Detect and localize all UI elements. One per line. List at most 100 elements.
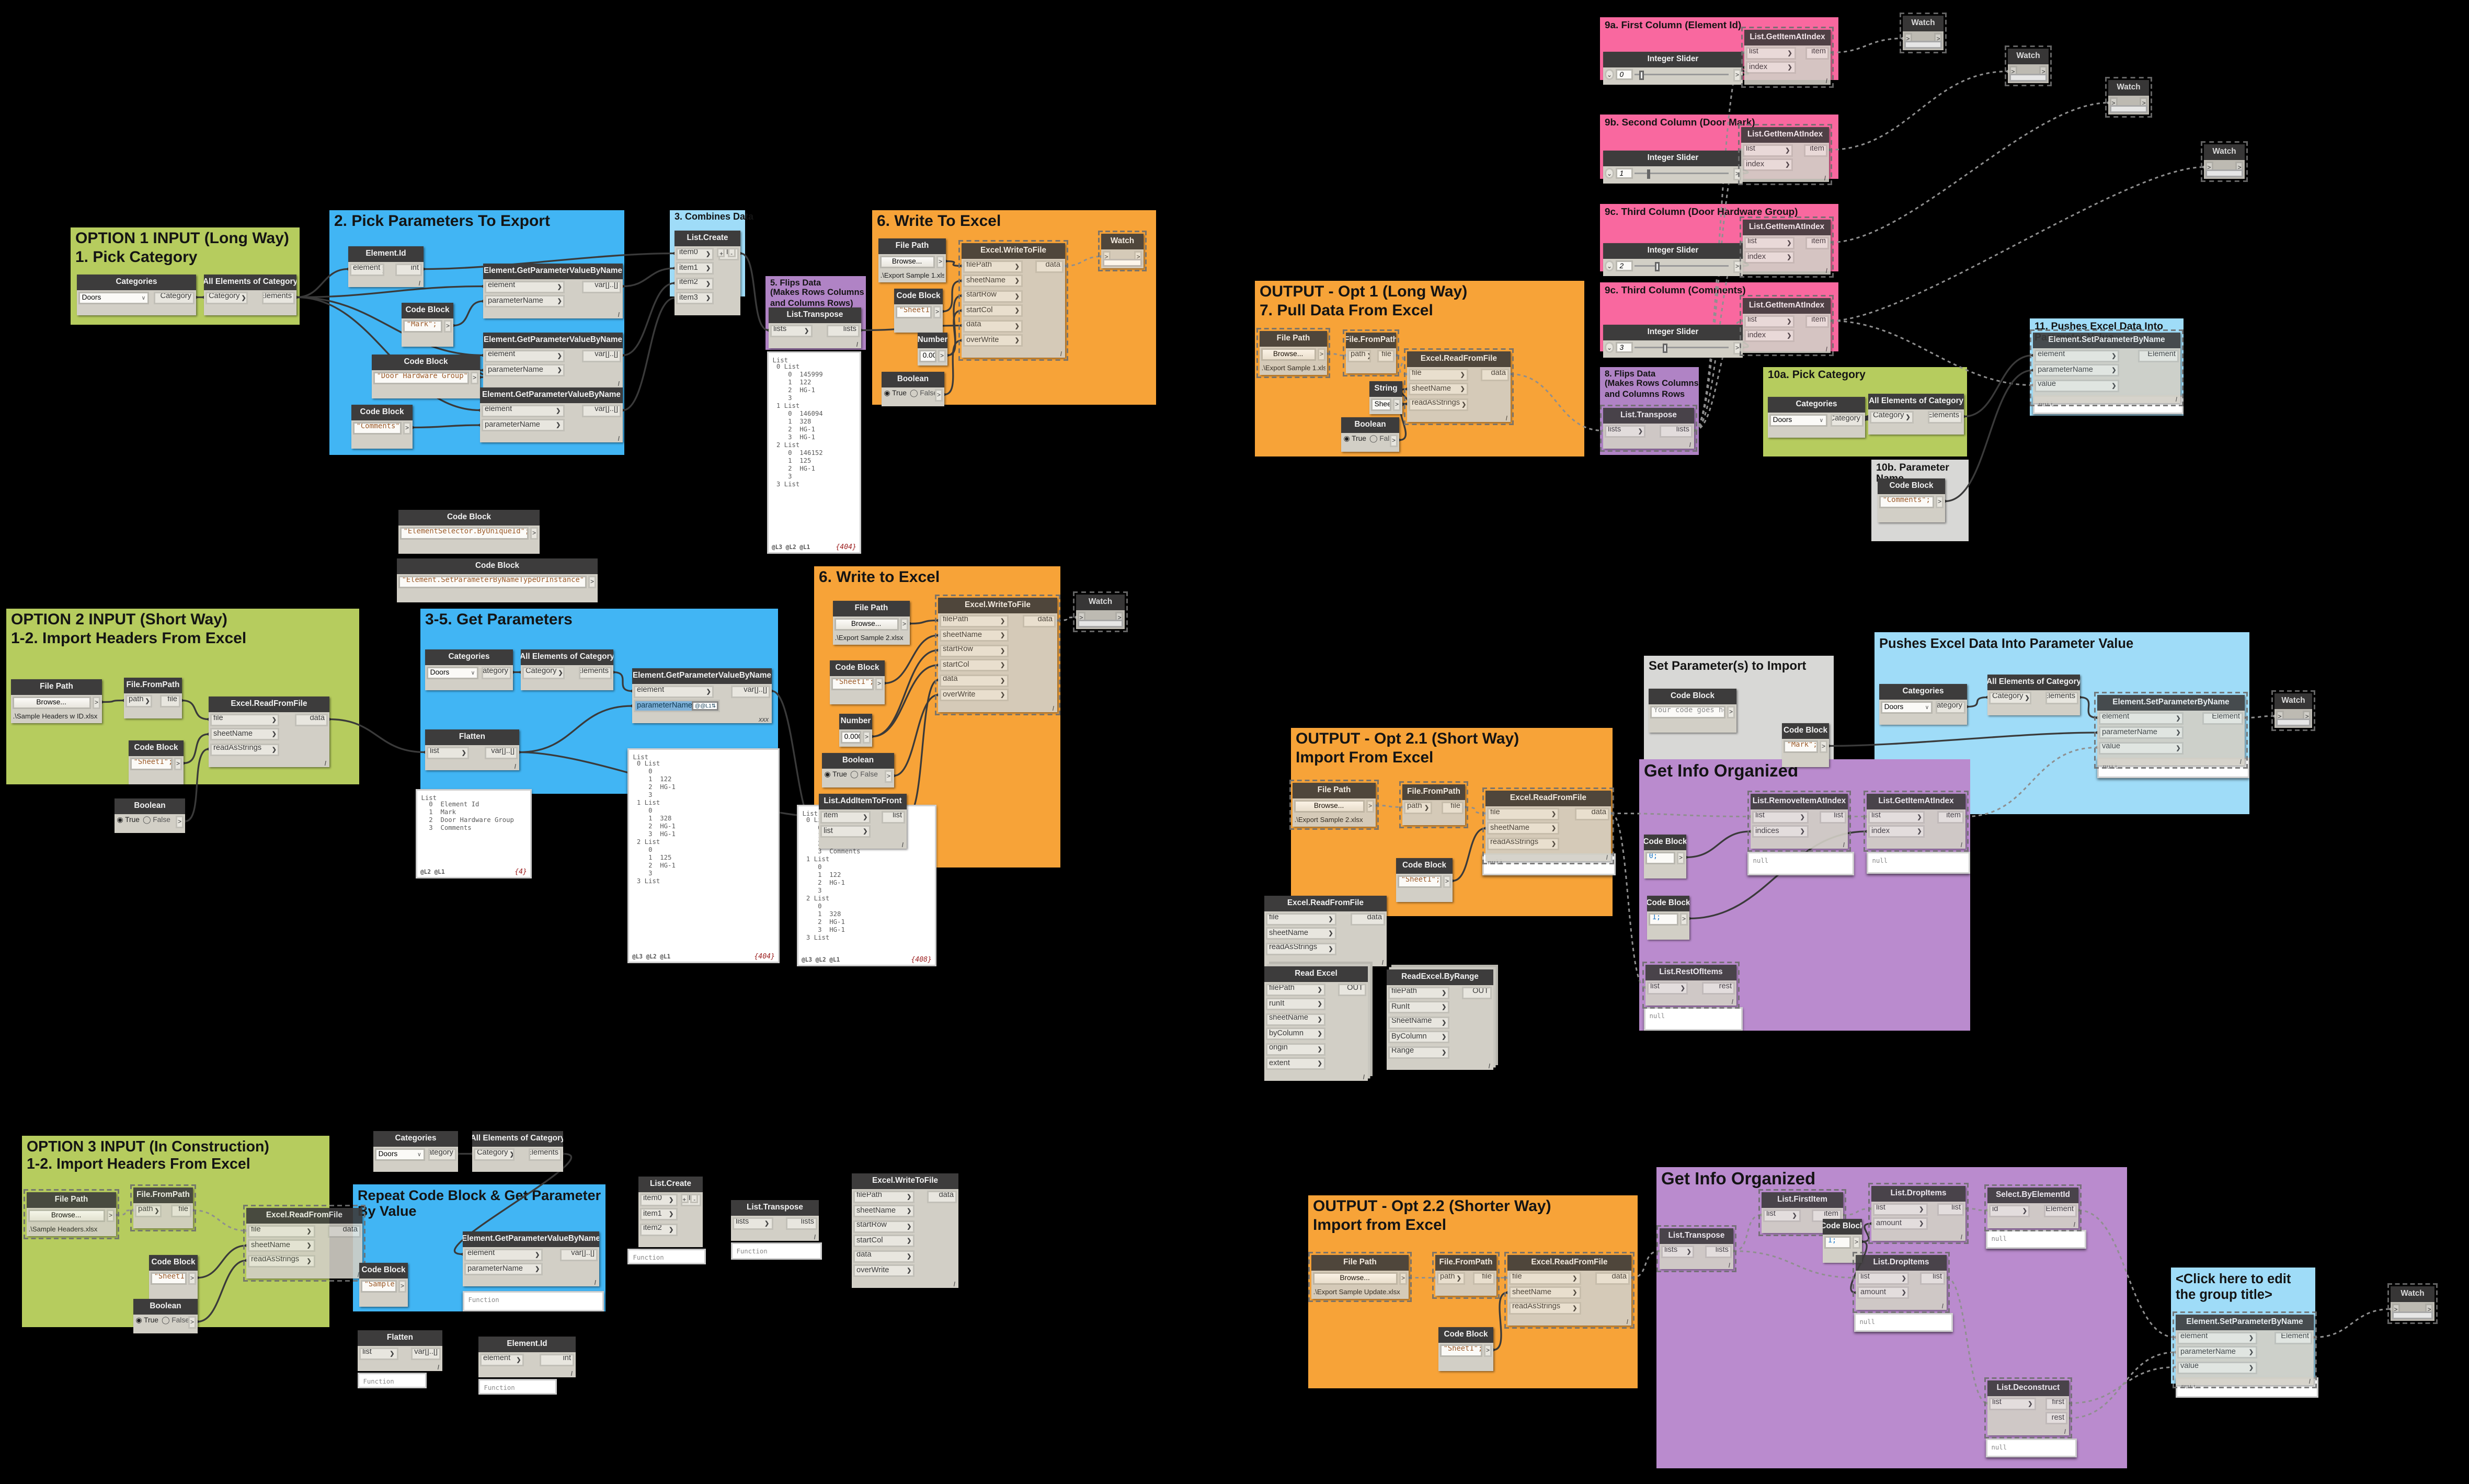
group-title[interactable]: OPTION 2 INPUT (Short Way)1-2. Import He… xyxy=(11,611,247,647)
boolean-output-port[interactable]: > xyxy=(884,770,893,783)
port-data[interactable]: data xyxy=(1480,368,1510,381)
group-title[interactable]: 2. Pick Parameters To Export xyxy=(334,212,550,230)
code-output-port[interactable]: > xyxy=(1727,705,1735,718)
port-element[interactable]: element❯ xyxy=(481,404,564,417)
port-data[interactable]: data xyxy=(328,1225,361,1238)
port-var[interactable]: var[]..[] xyxy=(731,685,771,698)
port-filepath[interactable]: filePath❯ xyxy=(853,1190,915,1203)
port-data[interactable]: data xyxy=(1035,260,1064,273)
dropdown[interactable]: Doors∨ xyxy=(426,666,479,679)
port-int[interactable]: int xyxy=(395,263,422,276)
port-value[interactable]: value❯ xyxy=(2034,379,2120,392)
lacing-indicator[interactable]: I xyxy=(2064,1428,2066,1435)
code-output-port[interactable]: > xyxy=(1935,495,1944,508)
code-output-port[interactable]: > xyxy=(530,527,539,540)
port-category[interactable]: Category xyxy=(1936,701,1966,714)
port-list[interactable]: list❯ xyxy=(1752,811,1809,824)
port-index[interactable]: index❯ xyxy=(1868,825,1925,838)
port-category[interactable]: Category xyxy=(154,291,195,304)
group-title[interactable]: 3. Combines Data xyxy=(675,212,754,222)
port-item[interactable]: item xyxy=(1803,144,1828,157)
port-readasstrings[interactable]: readAsStrings❯ xyxy=(1487,837,1560,850)
port-index[interactable]: index❯ xyxy=(1744,251,1795,264)
port-list[interactable]: list❯ xyxy=(426,746,470,759)
port-sheetname[interactable]: sheetName❯ xyxy=(1408,383,1469,396)
port-path[interactable]: path❯ xyxy=(1403,801,1433,814)
slider-expand-button[interactable]: ⌄ xyxy=(1605,261,1614,271)
boolean-radio-group[interactable]: ◉ True ◯ False xyxy=(117,816,170,826)
slider-track[interactable] xyxy=(1634,173,1729,175)
lacing-indicator[interactable]: I xyxy=(1825,345,1827,353)
port-data[interactable]: data❯ xyxy=(853,1250,915,1263)
group-title[interactable]: 3-5. Get Parameters xyxy=(425,611,573,629)
port-path[interactable]: path❯ xyxy=(125,694,152,707)
code-text[interactable]: 1; xyxy=(1824,1236,1851,1249)
code-text[interactable]: "Mark"; xyxy=(1783,740,1818,753)
port-file[interactable]: file❯ xyxy=(1508,1272,1581,1285)
code-output-port[interactable]: > xyxy=(403,421,412,435)
node-integer-slider[interactable]: Integer Slider⌄ 3 > xyxy=(1603,325,1743,357)
lacing-indicator[interactable]: I xyxy=(901,841,904,849)
value-input[interactable]: Sheet1 xyxy=(1370,398,1391,411)
group-title[interactable]: Get Info Organized xyxy=(1661,1169,1816,1189)
port-sheetname[interactable]: sheetName❯ xyxy=(247,1239,315,1252)
path-output-port[interactable]: > xyxy=(1366,800,1375,813)
port-list[interactable]: list xyxy=(1919,1272,1946,1285)
port-sheetname[interactable]: sheetName❯ xyxy=(1487,822,1560,835)
port-list[interactable]: list❯ xyxy=(1647,981,1689,995)
port-category[interactable]: Category❯ xyxy=(205,291,248,304)
group-title[interactable]: 9a. First Column (Element Id) xyxy=(1605,19,1742,31)
port-out[interactable]: OUT xyxy=(1462,986,1492,999)
port-sheetname[interactable]: sheetName❯ xyxy=(1265,1013,1326,1026)
code-text[interactable]: "Mark"; xyxy=(403,319,442,333)
code-text[interactable]: "Sample"; xyxy=(360,1280,397,1293)
lacing-selector[interactable]: @@L1⇅ xyxy=(692,701,718,711)
group-title[interactable]: 6. Write To Excel xyxy=(877,212,1001,230)
port-item1[interactable]: item1❯ xyxy=(639,1208,677,1221)
lacing-indicator[interactable]: I xyxy=(1381,957,1384,966)
dropdown[interactable]: Doors∨ xyxy=(1769,414,1827,427)
port-elements[interactable]: Elements xyxy=(1928,410,1963,424)
port-startcol[interactable]: startCol❯ xyxy=(963,304,1023,317)
node-code-block[interactable]: Code Block"ElementSelector.ByUniqueId"; … xyxy=(398,510,540,553)
lacing-indicator[interactable]: I xyxy=(1825,77,1827,85)
port-list[interactable]: list❯ xyxy=(359,1347,398,1360)
port-var[interactable]: var[]..[] xyxy=(582,349,622,362)
node-boolean[interactable]: Boolean ◉ True ◯ False > xyxy=(882,372,944,406)
radio-false[interactable]: ◯ False xyxy=(161,1317,189,1325)
node-code-block[interactable]: Code Block"Sheet1"; > xyxy=(129,740,184,784)
code-output-port[interactable]: > xyxy=(1443,875,1451,888)
port-parametername[interactable]: parameterName❯ xyxy=(2034,364,2120,377)
code-text[interactable]: "Sheet1"; xyxy=(150,1272,187,1285)
code-text[interactable]: "Sheet1"; xyxy=(895,305,932,318)
port-list[interactable]: list❯ xyxy=(1763,1209,1801,1222)
port-int[interactable]: int xyxy=(539,1353,575,1366)
port-rest[interactable]: rest xyxy=(1702,981,1735,995)
port-lists[interactable]: lists❯ xyxy=(1604,425,1647,438)
port-lists[interactable]: lists❯ xyxy=(732,1217,773,1230)
port-bycolumn[interactable]: byColumn❯ xyxy=(1265,1028,1326,1041)
port-filepath[interactable]: filePath❯ xyxy=(939,614,1009,627)
